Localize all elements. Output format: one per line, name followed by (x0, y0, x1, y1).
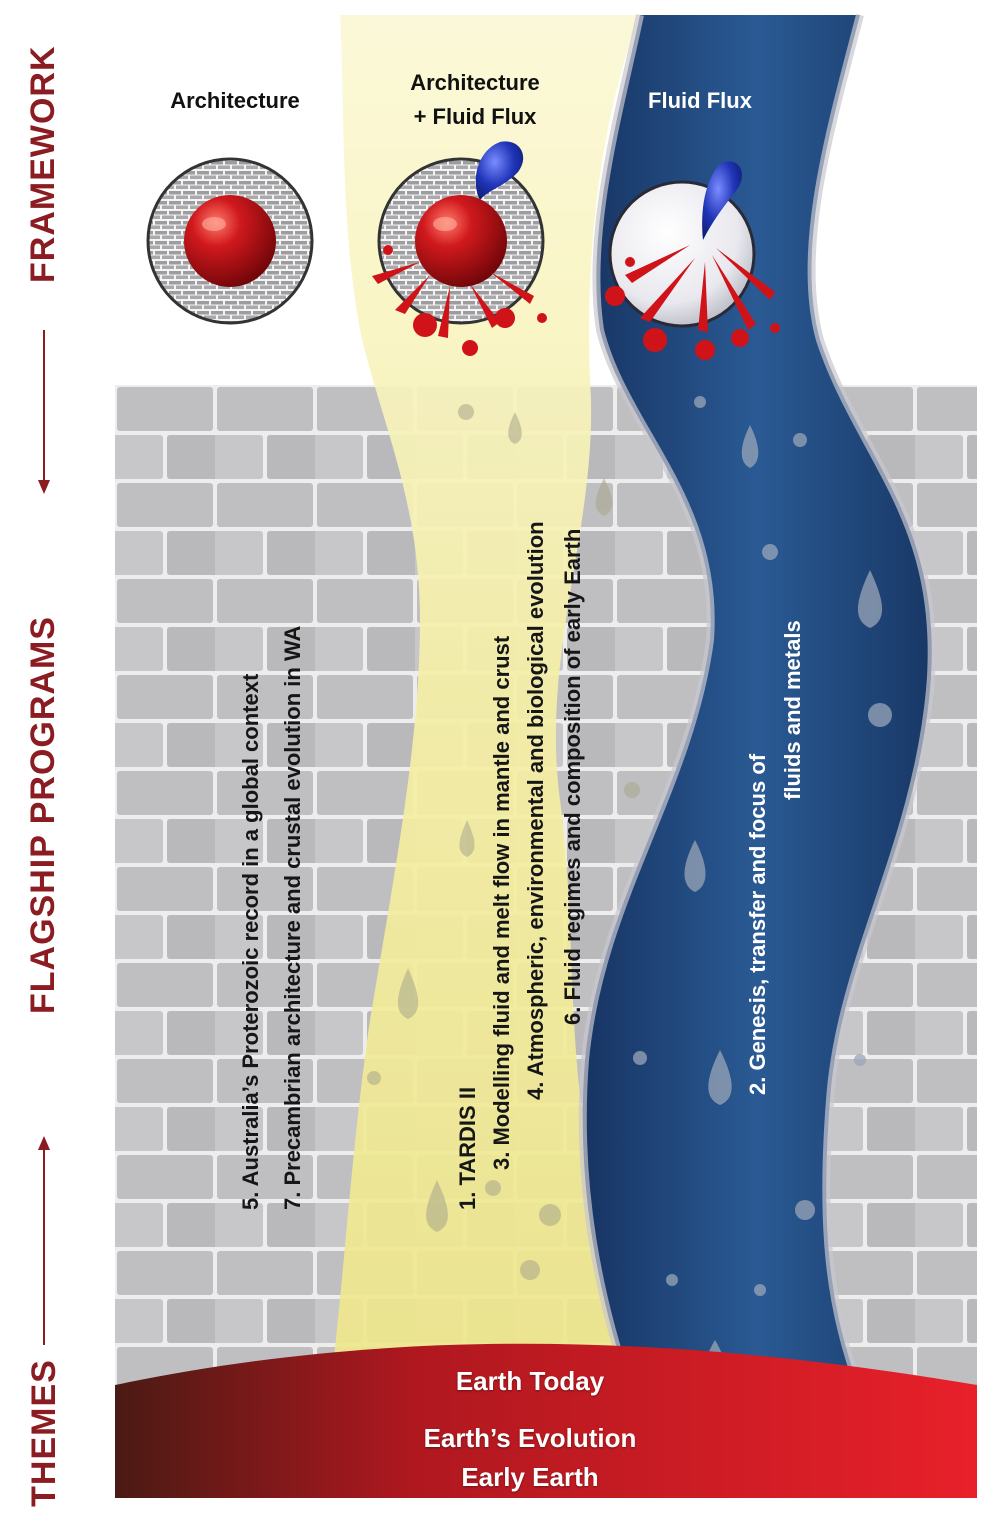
fluid-flux-river (582, 15, 932, 1390)
fluid-flux-icon (605, 161, 780, 360)
water-droplets (633, 396, 892, 1384)
architecture-fluid-icon (372, 141, 547, 356)
program-7: 7. Precambrian architecture and crustal … (280, 625, 305, 1210)
program-6: 6. Fluid regimes and composition of earl… (560, 528, 585, 1025)
fluid-flux-title: Fluid Flux (648, 88, 752, 113)
theme-early-earth: Early Earth (461, 1462, 599, 1492)
theme-earth-today: Earth Today (455, 1366, 605, 1396)
program-2-line2: fluids and metals (780, 620, 805, 800)
side-label-arrows (38, 330, 50, 1345)
themes-base (115, 1343, 977, 1498)
program-5: 5. Australia’s Proterozoic record in a g… (238, 673, 263, 1210)
theme-earths-evolution: Earth’s Evolution (423, 1423, 637, 1453)
architecture-fluid-title-line2: + Fluid Flux (413, 104, 537, 129)
program-4: 4. Atmospheric, environmental and biolog… (523, 521, 548, 1100)
program-3: 3. Modelling fluid and melt flow in mant… (489, 635, 514, 1170)
architecture-icon (146, 157, 314, 325)
melt-droplets (367, 404, 640, 1280)
architecture-fluid-river (330, 15, 650, 1390)
program-2-line1: 2. Genesis, transfer and focus of (745, 753, 770, 1095)
architecture-fluid-title-line1: Architecture (410, 70, 540, 95)
themes-label: THEMES (25, 1359, 63, 1507)
program-1: 1. TARDIS II (455, 1086, 480, 1210)
flagship-programs-label: FLAGSHIP PROGRAMS (24, 616, 62, 1014)
framework-label: FRAMEWORK (24, 45, 62, 283)
architecture-title: Architecture (170, 88, 300, 113)
